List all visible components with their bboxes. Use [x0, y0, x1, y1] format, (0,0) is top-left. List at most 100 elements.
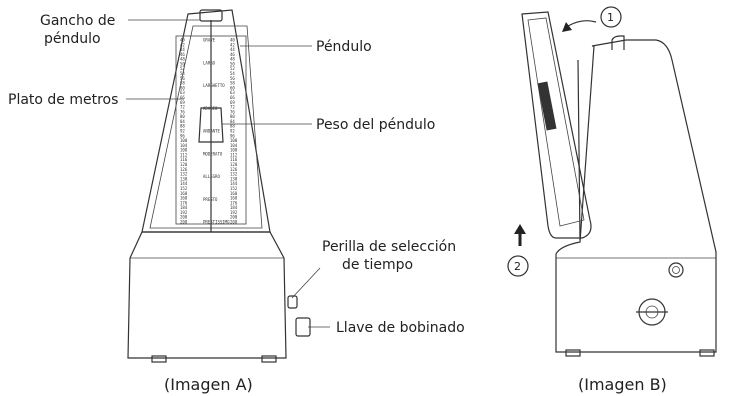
tempo-name: PRESTO: [203, 197, 218, 202]
scale-number: 160: [230, 191, 238, 196]
scale-number: 92: [180, 129, 185, 134]
scale-number: 176: [180, 200, 188, 205]
scale-number: 50: [180, 61, 185, 66]
scale-number: 46: [230, 52, 235, 57]
step-1-number: 1: [607, 11, 614, 24]
tempo-name: LARGHETTO: [203, 83, 225, 88]
scale-number: 176: [230, 200, 238, 205]
scale-number: 42: [230, 42, 235, 47]
scale-number: 58: [180, 81, 185, 86]
scale-number: 52: [230, 66, 235, 71]
scale-number: 168: [230, 196, 238, 201]
scale-number: 60: [180, 85, 185, 90]
scale-number: 42: [180, 42, 185, 47]
scale-number: 84: [230, 119, 235, 124]
scale-number: 88: [180, 124, 185, 129]
scale-number: 200: [180, 215, 188, 220]
label-plato: Plato de metros: [8, 92, 118, 108]
scale-number: 126: [180, 167, 188, 172]
scale-number: 72: [230, 105, 235, 110]
tempo-name: LARGO: [203, 60, 216, 65]
scale-number: 168: [180, 196, 188, 201]
scale-number: 132: [180, 172, 188, 177]
tempo-name: ALLEGRO: [203, 174, 220, 179]
caption-imagen-b: (Imagen B): [578, 375, 667, 394]
scale-number: 192: [180, 210, 188, 215]
scale-number: 184: [180, 205, 188, 210]
scale-number: 40: [180, 38, 185, 43]
scale-number: 56: [180, 76, 185, 81]
scale-number: 208: [180, 220, 188, 225]
label-gancho-line2: péndulo: [44, 31, 101, 47]
tempo-name: MODERATO: [203, 151, 223, 156]
scale-number: 69: [180, 100, 185, 105]
scale-number: 50: [230, 61, 235, 66]
scale-number: 46: [180, 52, 185, 57]
scale-number: 48: [230, 57, 235, 62]
scale-number: 138: [230, 176, 238, 181]
scale-number: 80: [230, 114, 235, 119]
scale-number: 108: [230, 148, 238, 153]
scale-number: 58: [230, 81, 235, 86]
label-perilla-line1: Perilla de selección: [322, 239, 456, 255]
scale-number: 52: [180, 66, 185, 71]
scale-number: 66: [230, 95, 235, 100]
scale-number: 92: [230, 129, 235, 134]
step-2-number: 2: [514, 260, 521, 273]
scale-number: 72: [180, 105, 185, 110]
scale-number: 208: [230, 220, 238, 225]
scale-number: 152: [230, 186, 238, 191]
scale-number: 138: [180, 176, 188, 181]
metronome-tempo-names: GRAVE LARGO LARGHETTO ADAGIO ANDANTE MODERATO…: [203, 38, 230, 225]
scale-number: 184: [230, 205, 238, 210]
scale-number: 63: [180, 90, 185, 95]
scale-number: 48: [180, 57, 185, 62]
scale-number: 104: [180, 143, 188, 148]
tempo-name: ANDANTE: [203, 129, 220, 134]
metronome-front-view: [127, 9, 311, 363]
scale-number: 63: [230, 90, 235, 95]
scale-number: 96: [180, 133, 185, 138]
scale-number: 116: [230, 157, 238, 162]
label-gancho-line1: Gancho de: [40, 13, 115, 29]
scale-number: 80: [180, 114, 185, 119]
scale-number: 112: [230, 152, 238, 157]
label-pendulo: Péndulo: [316, 39, 372, 55]
scale-number: 152: [180, 186, 188, 191]
tempo-name: ADAGIO: [203, 106, 218, 111]
scale-number: 126: [230, 167, 238, 172]
scale-number: 100: [180, 138, 188, 143]
scale-number: 76: [180, 109, 185, 114]
scale-number: 120: [180, 162, 188, 167]
scale-number: 60: [230, 85, 235, 90]
label-llave: Llave de bobinado: [336, 320, 465, 336]
caption-imagen-a: (Imagen A): [164, 375, 253, 394]
scale-number: 160: [180, 191, 188, 196]
scale-number: 40: [230, 38, 235, 43]
scale-number: 104: [230, 143, 238, 148]
scale-number: 88: [230, 124, 235, 129]
scale-number: 192: [230, 210, 238, 215]
scale-number: 100: [230, 138, 238, 143]
scale-number: 44: [180, 47, 185, 52]
scale-number: 144: [230, 181, 238, 186]
scale-number: 108: [180, 148, 188, 153]
scale-number: 66: [180, 95, 185, 100]
leader-lines: [126, 19, 330, 328]
scale-number: 56: [230, 76, 235, 81]
tempo-name: PRESTISSIMO: [203, 220, 230, 225]
scale-number: 44: [230, 47, 235, 52]
scale-number: 144: [180, 181, 188, 186]
label-perilla-line2: de tiempo: [342, 257, 413, 273]
scale-number: 54: [180, 71, 185, 76]
scale-number: 76: [230, 109, 235, 114]
scale-number: 84: [180, 119, 185, 124]
metronome-side-view: [507, 6, 717, 357]
tempo-name: GRAVE: [203, 38, 216, 43]
scale-number: 200: [230, 215, 238, 220]
scale-number: 120: [230, 162, 238, 167]
scale-number: 69: [230, 100, 235, 105]
scale-number: 132: [230, 172, 238, 177]
